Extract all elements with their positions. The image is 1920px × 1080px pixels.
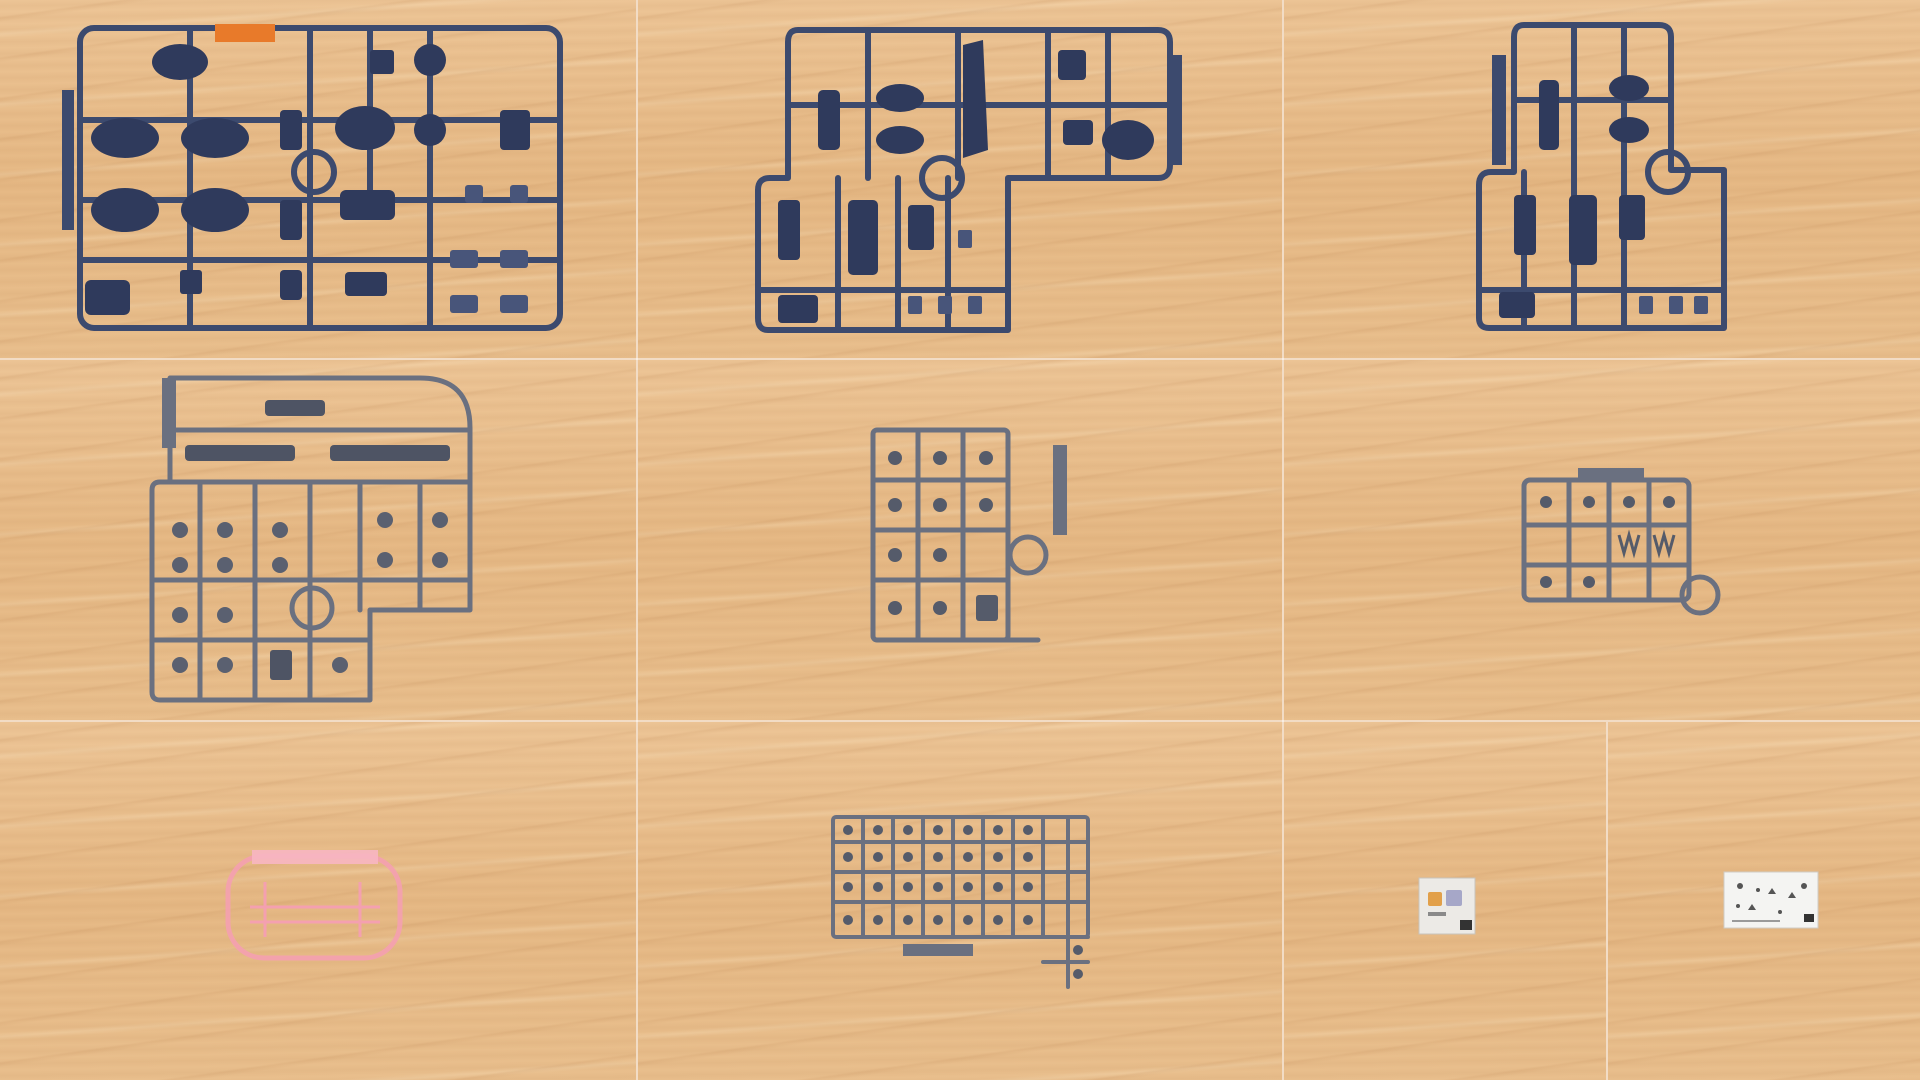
- seam-3: [0, 358, 1920, 360]
- panel-runner-c: [0, 360, 636, 720]
- runner-f-gray: [831, 815, 1090, 989]
- panel-runner-e: [1284, 360, 1920, 720]
- panel-foil-sticker: [1284, 722, 1606, 1080]
- panel-runner-b1: [638, 0, 1282, 358]
- runner-a-dark-blue: [62, 24, 563, 331]
- seam-1: [636, 0, 638, 1080]
- panel-runner-a: [0, 0, 636, 358]
- runner-e-gray: [1521, 468, 1721, 616]
- runner-b2-dark-blue: [1476, 22, 1727, 331]
- runner-c-gray: [149, 375, 473, 703]
- decal-sheet: [1723, 871, 1819, 929]
- panel-runner-f: [638, 722, 1282, 1080]
- runner-clear-pink: [225, 850, 403, 961]
- panel-runner-d: [638, 360, 1282, 720]
- seam-5: [1606, 722, 1608, 1080]
- panel-clear-pink-runner: [0, 722, 636, 1080]
- seam-4: [0, 720, 1920, 722]
- runner-d-gray: [870, 427, 1067, 643]
- panel-runner-b2: [1284, 0, 1920, 358]
- seam-2: [1282, 0, 1284, 1080]
- runner-b1-dark-blue: [755, 27, 1182, 333]
- foil-sticker-sheet: [1418, 877, 1476, 935]
- panel-waterslide-decal: [1608, 722, 1920, 1080]
